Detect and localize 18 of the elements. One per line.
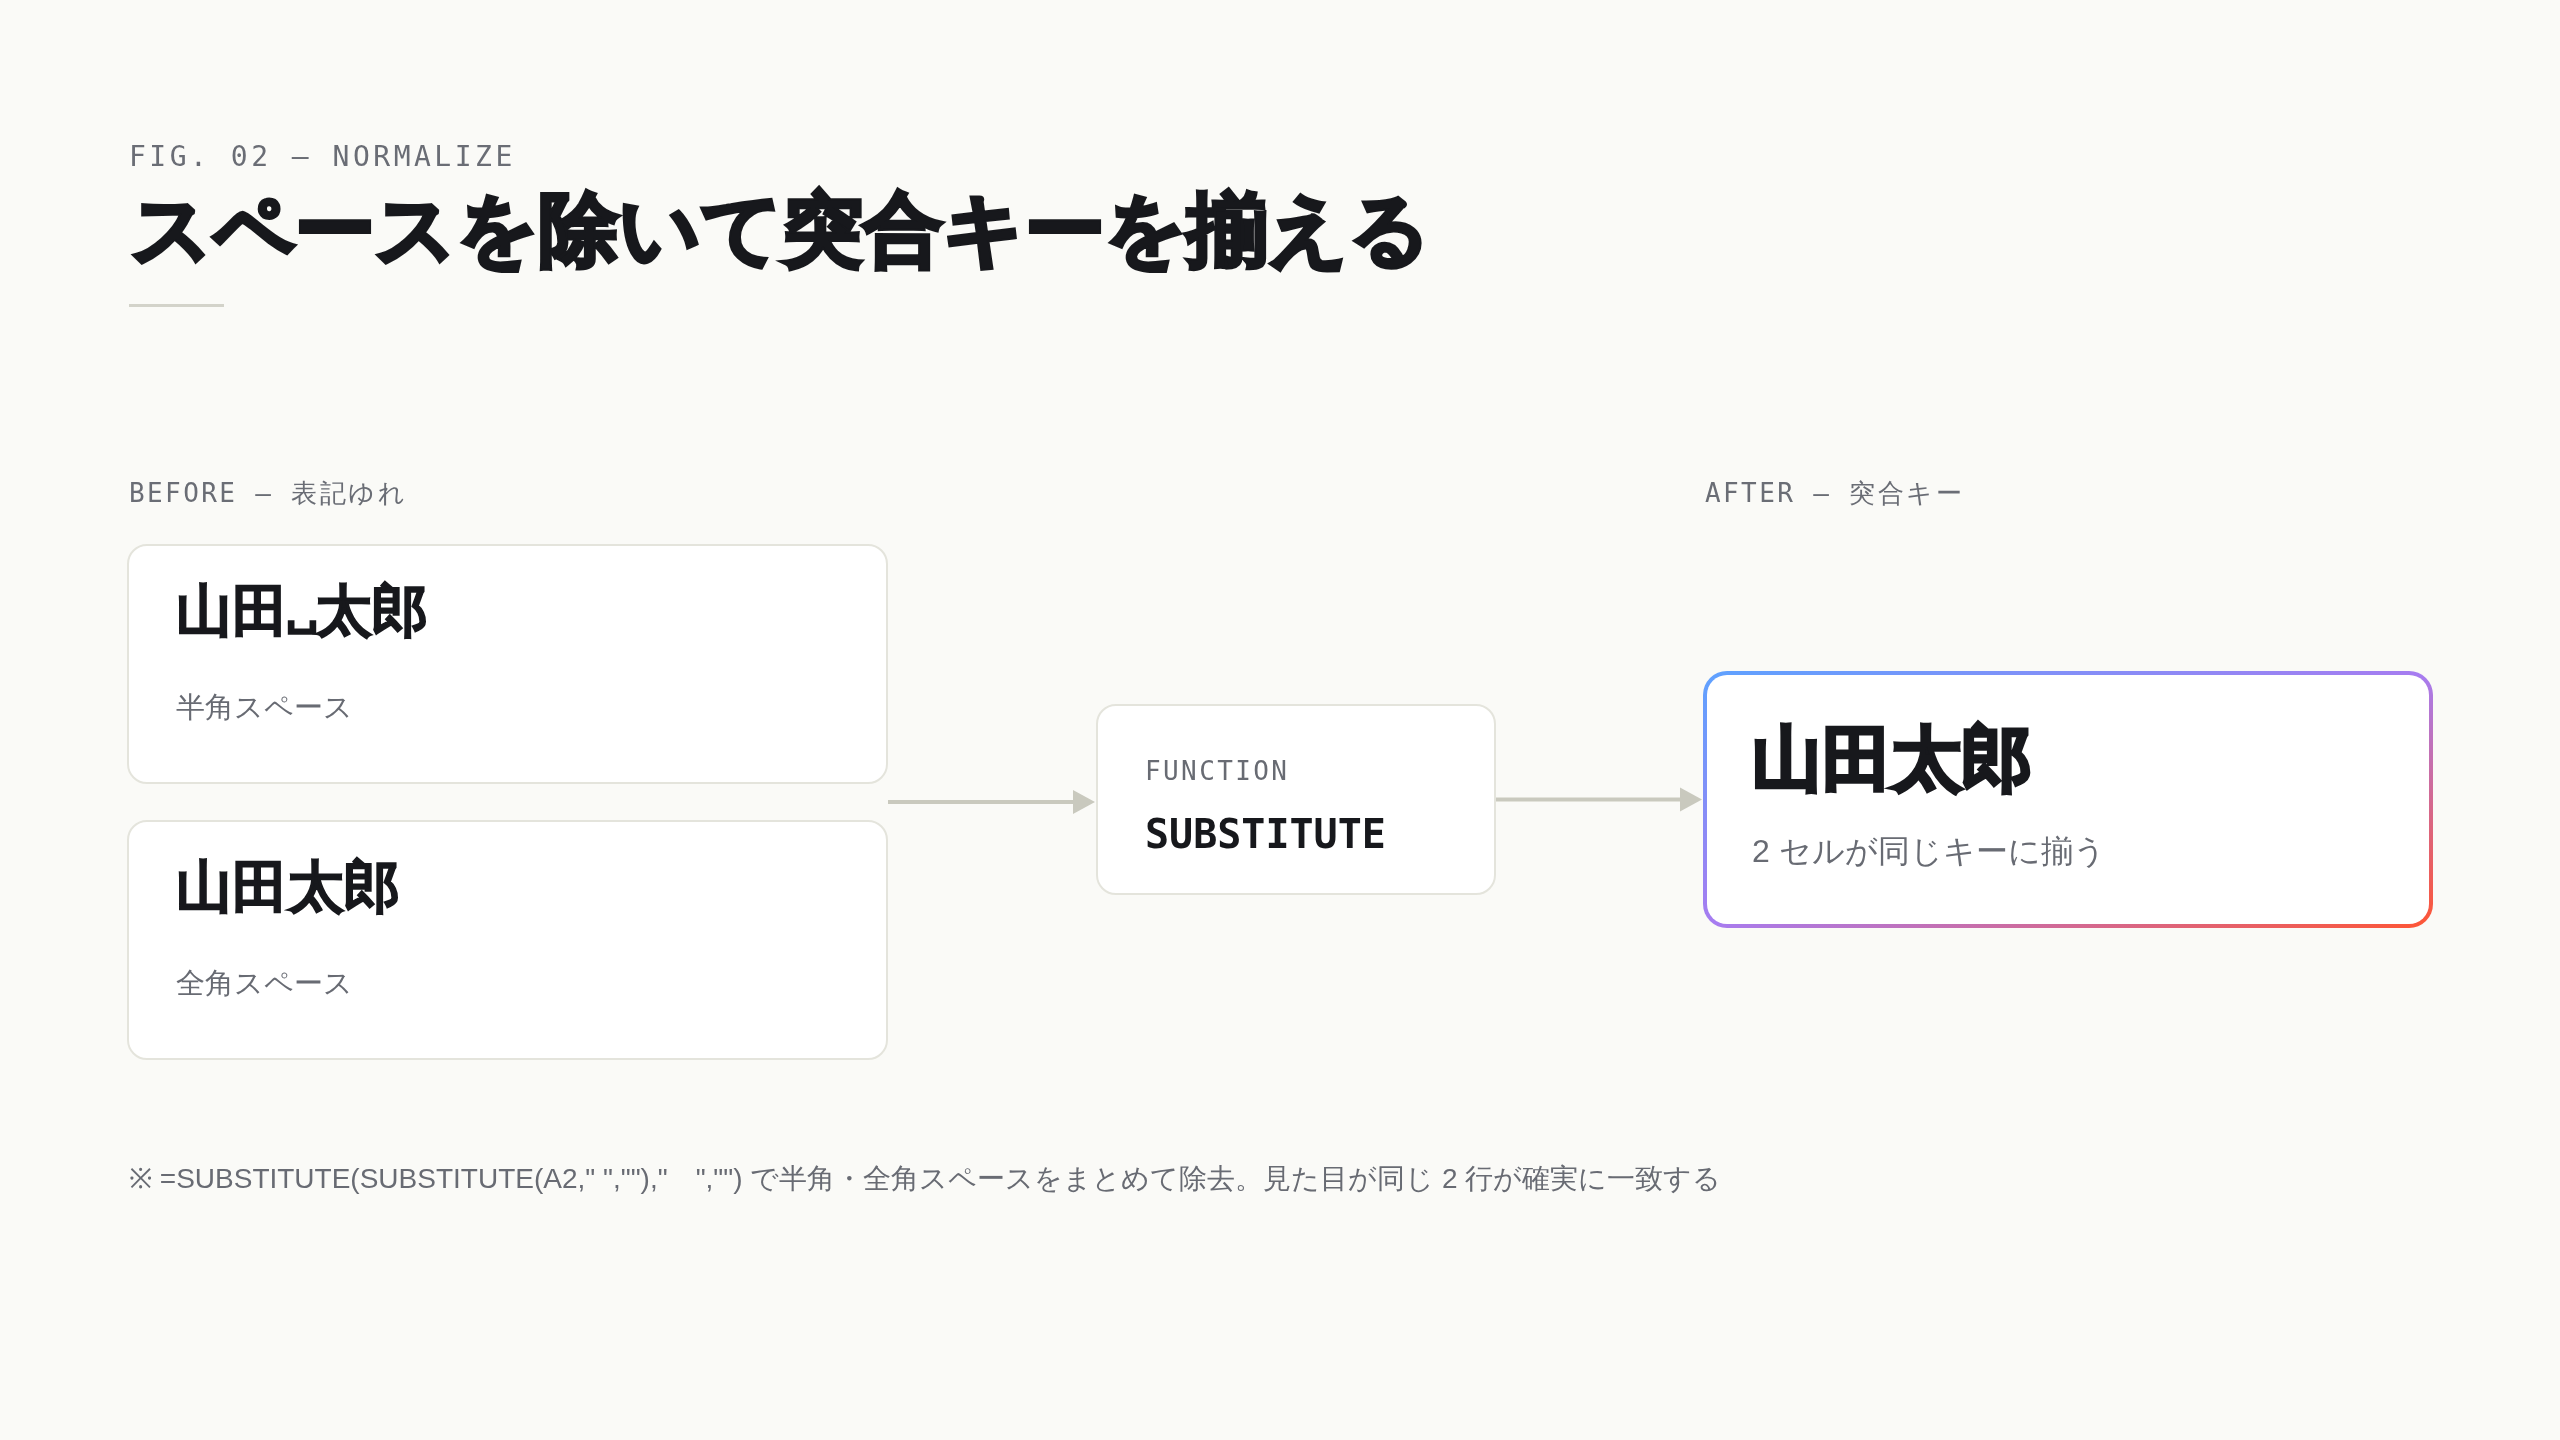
function-name: SUBSTITUTE: [1145, 810, 1386, 859]
section-label: AFTER — 突合キー: [1705, 477, 1965, 510]
footnote: ※ =SUBSTITUTE(SUBSTITUTE(A2," ","")," ","") で半角・全角スペースをまとめて除去。見た目が同じ 2 行が確実に一致する: [129, 1162, 1722, 1196]
note-text: 2 セルが同じキーに揃う: [1752, 832, 2106, 871]
figure-label: FIG. 02 — NORMALIZE: [129, 140, 516, 174]
name-text: 山田太郎: [1752, 719, 2032, 800]
name-card: [127, 820, 888, 1060]
function-box: [1096, 704, 1496, 895]
arrow: [888, 790, 1095, 814]
note-text: 全角スペース: [176, 966, 353, 1001]
note-text: 半角スペース: [176, 690, 353, 725]
arrow: [1496, 787, 1702, 812]
kind-label: FUNCTION: [1145, 755, 1290, 788]
name-text: 山田太郎: [176, 854, 400, 920]
name-card: [127, 544, 888, 784]
section-label: BEFORE — 表記ゆれ: [129, 477, 408, 510]
title: スペースを除いて突合キーを揃える: [131, 182, 1431, 278]
name-text: 山田␣太郎: [176, 578, 428, 644]
